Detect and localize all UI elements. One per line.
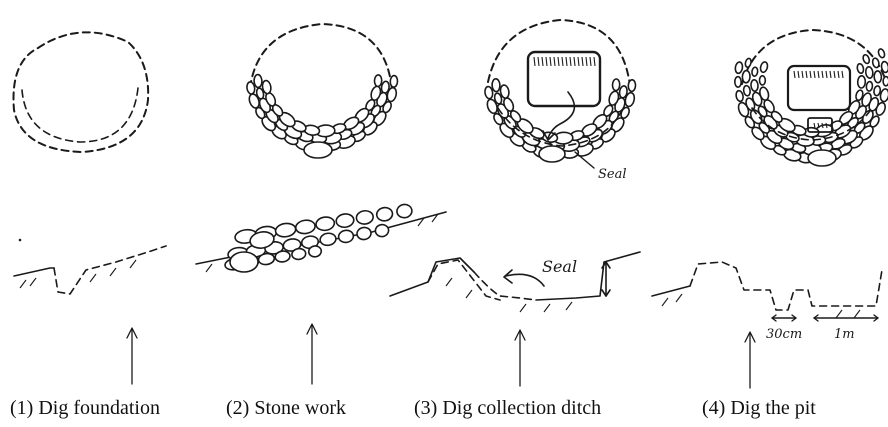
hatch-line bbox=[842, 71, 843, 78]
stone bbox=[808, 150, 836, 166]
stone bbox=[883, 77, 888, 86]
step4-section bbox=[652, 262, 882, 321]
step3-section bbox=[390, 252, 640, 312]
hatch-line bbox=[534, 57, 535, 66]
hatch-line bbox=[798, 71, 799, 78]
hatch-line bbox=[550, 57, 551, 66]
caption-dig-foundation: (1) Dig foundation bbox=[10, 397, 160, 419]
stone bbox=[230, 252, 258, 272]
stone bbox=[874, 71, 882, 83]
stone bbox=[735, 77, 742, 88]
stone bbox=[750, 80, 758, 92]
stone bbox=[751, 67, 758, 77]
step2-stone-wall bbox=[224, 204, 412, 272]
hatch-line bbox=[582, 57, 583, 66]
stone bbox=[759, 76, 765, 85]
stone bbox=[356, 210, 374, 225]
stone bbox=[338, 229, 354, 243]
hatch-line bbox=[594, 57, 595, 66]
step2-stone-ring bbox=[246, 74, 398, 158]
step1-arrow bbox=[127, 328, 137, 384]
hatch-line bbox=[838, 71, 839, 78]
step4-collection-ditch bbox=[788, 66, 850, 110]
hatch-line bbox=[554, 57, 555, 66]
hatch-line bbox=[806, 71, 807, 78]
stone bbox=[866, 81, 873, 91]
step4-plan bbox=[735, 30, 888, 166]
stone bbox=[295, 219, 316, 235]
caption-dig-collection-ditch: (3) Dig collection ditch bbox=[414, 397, 601, 419]
hatch-line bbox=[822, 71, 823, 78]
hatch-line bbox=[814, 71, 815, 78]
stone bbox=[612, 79, 620, 91]
hatch-line bbox=[586, 57, 587, 66]
step2-section bbox=[196, 204, 446, 272]
step2-plan bbox=[246, 24, 398, 158]
stone bbox=[759, 61, 768, 73]
stone bbox=[539, 146, 565, 162]
stone bbox=[743, 85, 751, 96]
step3-plan bbox=[484, 20, 636, 168]
stone bbox=[396, 204, 413, 219]
hatch-line bbox=[834, 71, 835, 78]
hatch-line bbox=[542, 57, 543, 66]
stone bbox=[873, 85, 881, 96]
hatch-line bbox=[826, 71, 827, 78]
stone bbox=[335, 213, 354, 229]
stone bbox=[275, 222, 297, 238]
stone bbox=[744, 58, 751, 68]
stone bbox=[374, 75, 382, 87]
stone bbox=[735, 62, 744, 74]
stone bbox=[877, 48, 885, 58]
step3-collection-ditch bbox=[528, 52, 600, 106]
hatch-line bbox=[794, 71, 795, 78]
step1-plan-outline bbox=[14, 32, 149, 152]
stone bbox=[390, 75, 398, 87]
seal-section-label: Seal bbox=[542, 257, 577, 276]
caption-stone-work: (2) Stone work bbox=[226, 397, 346, 419]
hatch-line bbox=[830, 71, 831, 78]
stone bbox=[304, 142, 332, 158]
hatch-line bbox=[558, 57, 559, 66]
hatch-line bbox=[578, 57, 579, 66]
stone bbox=[742, 70, 750, 83]
hatch-line bbox=[818, 71, 819, 78]
stone bbox=[856, 63, 864, 74]
seal-plan-label: Seal bbox=[598, 167, 627, 182]
hatch-line bbox=[810, 71, 811, 78]
stone bbox=[865, 66, 873, 78]
hatch-line bbox=[590, 57, 591, 66]
stone bbox=[375, 224, 390, 238]
stone bbox=[315, 216, 335, 232]
stone bbox=[862, 54, 870, 64]
stone bbox=[492, 79, 500, 92]
stone bbox=[319, 232, 336, 246]
hatch-line bbox=[538, 57, 539, 66]
step3-arrow bbox=[515, 330, 525, 386]
step1-section bbox=[14, 239, 166, 294]
caption-dig-the-pit: (4) Dig the pit bbox=[702, 397, 816, 419]
step4-arrow bbox=[745, 332, 755, 388]
hatch-line bbox=[546, 57, 547, 66]
hatch-line bbox=[802, 71, 803, 78]
stone bbox=[356, 227, 372, 241]
width-30cm-label: 30cm bbox=[766, 327, 802, 342]
hatch-line bbox=[570, 57, 571, 66]
stone bbox=[376, 207, 393, 222]
step2-arrow bbox=[307, 324, 317, 384]
width-1m-label: 1m bbox=[834, 327, 855, 342]
stone bbox=[735, 90, 744, 102]
hatch-line bbox=[574, 57, 575, 66]
stone bbox=[254, 74, 262, 87]
stone bbox=[872, 58, 880, 69]
stone bbox=[628, 80, 636, 92]
hatch-line bbox=[566, 57, 567, 66]
stone bbox=[857, 76, 865, 88]
hatch-line bbox=[562, 57, 563, 66]
